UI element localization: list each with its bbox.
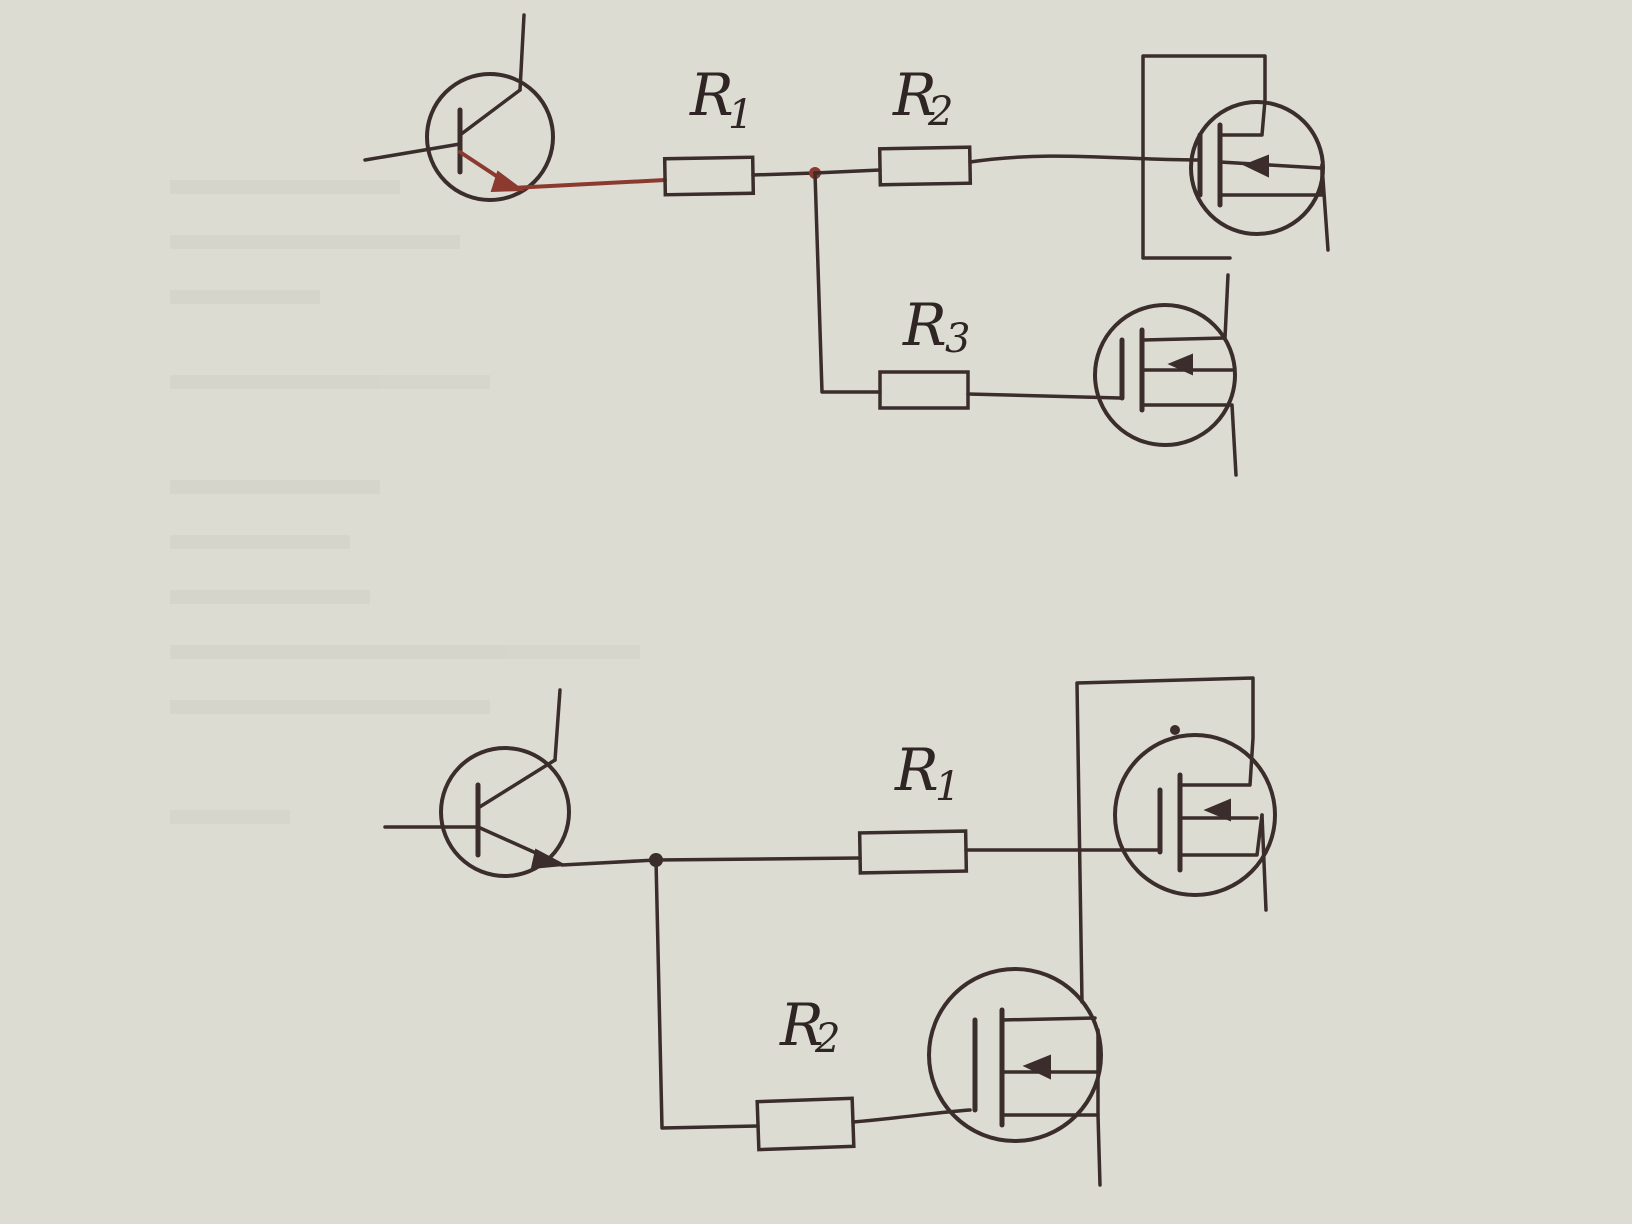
top-bjt-transistor [363, 13, 555, 202]
top-mosfet-1 [1141, 54, 1330, 260]
top-label-r3-sub: 3 [945, 316, 970, 362]
top-label-r3-letter: R [902, 291, 947, 359]
paper-texture [170, 180, 640, 824]
bottom-mosfet-1-source-bottom [1178, 813, 1264, 857]
top-label-r2-letter: R [892, 61, 937, 129]
bottom-mosfet-1-drain-loop [1075, 676, 1255, 1004]
bottom-mosfet-2-drain [1000, 1016, 1097, 1022]
bottom-label-r2: R 2 [779, 991, 840, 1062]
bottom-mosfet-2-arrow [1022, 1054, 1051, 1080]
bottom-mosfet-2-lead [1096, 1113, 1102, 1187]
top-bjt-base-lead [363, 142, 462, 162]
bottom-wire-r2-mosfet2-gate [851, 1108, 972, 1124]
bottom-label-r1: R 1 [894, 736, 960, 810]
top-bjt-collector-lead [518, 13, 526, 92]
top-label-r1-letter: R [689, 61, 734, 129]
bottom-wire-emitter-node [560, 858, 658, 867]
top-bjt-collector-diag [458, 88, 522, 137]
bottom-resistor-r2 [755, 1096, 856, 1152]
bottom-label-r1-letter: R [894, 736, 939, 804]
top-wire-emitter-r1 [510, 178, 667, 190]
top-label-r1-sub: 1 [728, 92, 753, 138]
bottom-wire-node-down [654, 858, 760, 1130]
top-mosfet-1-lead [1320, 163, 1330, 252]
bottom-mosfet-1-dot [1170, 725, 1180, 735]
bottom-bjt-collector-diag [476, 758, 557, 810]
bottom-bjt-body [439, 746, 571, 878]
top-label-r2: R 2 [892, 61, 953, 135]
top-wire-r3-mosfet2-gate [966, 392, 1122, 400]
bottom-diagram: R 1 R 2 [383, 676, 1277, 1187]
top-mosfet-1-source-bottom [1218, 163, 1324, 197]
top-wire-r1-node [751, 171, 817, 177]
top-label-r2-sub: 2 [927, 89, 953, 135]
top-mosfet-1-drain-loop [1141, 54, 1267, 260]
bottom-label-r1-sub: 1 [935, 764, 960, 810]
top-resistor-r3 [878, 370, 970, 410]
bottom-mosfet-2-body [927, 967, 1103, 1143]
top-mosfet-2 [1093, 273, 1238, 477]
top-mosfet-2-source-bottom [1140, 403, 1238, 477]
bottom-mosfet-1-arrow [1203, 798, 1231, 822]
top-wire-node-r2 [813, 168, 882, 175]
top-mosfet-1-source-mid [1218, 160, 1322, 170]
top-mosfet-2-body [1093, 303, 1237, 447]
bottom-bjt-emitter-arrow [530, 848, 568, 870]
top-label-r1: R 1 [689, 61, 753, 138]
bottom-label-r2-sub: 2 [814, 1016, 840, 1062]
bottom-mosfet-1-body [1113, 733, 1277, 897]
top-wire-r2-mosfet1-gate [968, 154, 1202, 164]
bottom-wire-node-r1 [654, 856, 862, 862]
top-wire-node-down [813, 171, 882, 394]
top-mosfet-1-arrow [1242, 154, 1269, 178]
bottom-bjt-transistor [383, 688, 571, 878]
bottom-mosfet-2 [927, 967, 1103, 1187]
top-mosfet-2-drain [1140, 273, 1230, 342]
top-label-r3: R 3 [902, 291, 970, 362]
bottom-mosfet-1 [1075, 676, 1277, 1004]
top-bjt-body [425, 72, 555, 202]
top-resistor-r1 [662, 155, 756, 197]
bottom-bjt-collector-lead [553, 688, 562, 762]
bottom-resistor-r1 [857, 829, 969, 875]
bottom-label-r2-letter: R [779, 991, 824, 1059]
top-resistor-r2 [877, 145, 973, 187]
top-mosfet-2-arrow [1167, 353, 1193, 376]
bottom-mosfet-1-lead [1260, 813, 1268, 912]
top-diagram: R 1 R 2 R 3 [363, 13, 1330, 477]
